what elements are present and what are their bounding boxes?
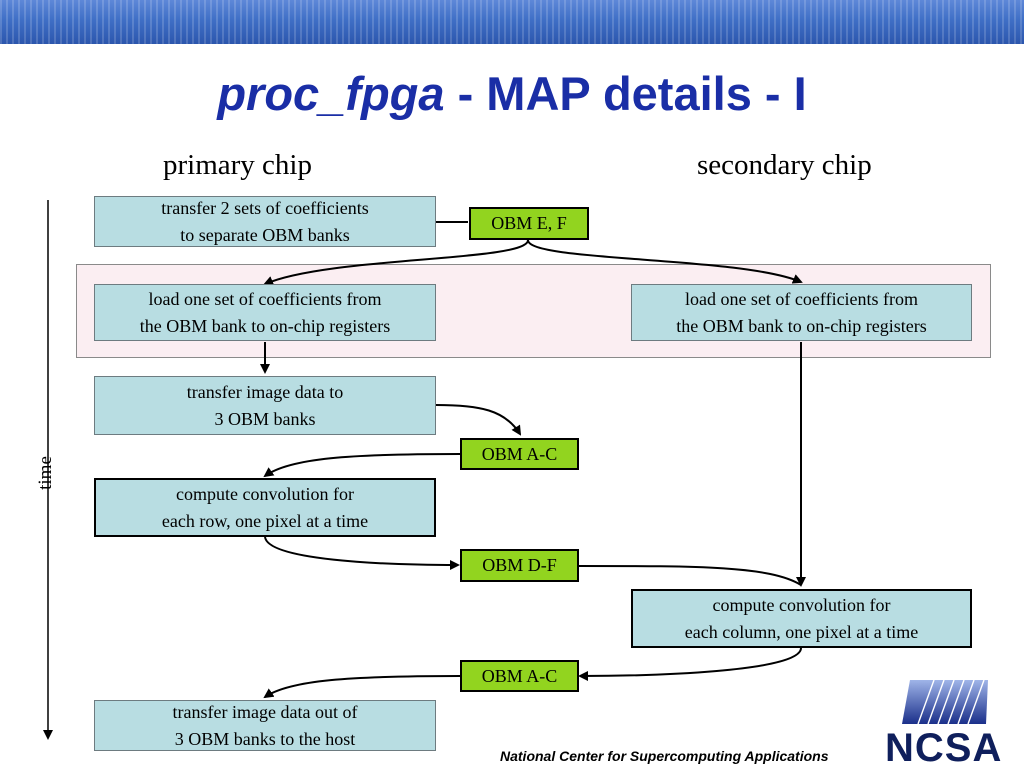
title-italic: proc_fpga [217,67,445,120]
box-load-coefficients-primary: load one set of coefficients from the OB… [94,284,436,341]
slide-title: proc_fpga - MAP details - I [0,64,1024,124]
box-convolution-rows: compute convolution for each row, one pi… [94,478,436,537]
arrow-o4-b7 [263,675,461,699]
box-line: load one set of coefficients from [684,288,919,309]
box-line: compute convolution for [176,483,354,504]
box-transfer-coefficients: transfer 2 sets of coefficients to separ… [94,196,436,247]
box-line: transfer image data to [186,381,344,402]
primary-chip-heading: primary chip [163,149,312,181]
box-load-coefficients-secondary: load one set of coefficients from the OB… [631,284,972,341]
box-transfer-image: transfer image data to 3 OBM banks [94,376,436,435]
header-bar [0,0,1024,44]
arrow-o1-b2 [263,239,529,286]
box-line: 3 OBM banks to the host [174,728,356,749]
obm-a-c-input: OBM A-C [460,438,579,470]
arrow-b6-o4 [578,647,802,681]
obm-d-f: OBM D-F [460,549,579,582]
box-line: each column, one pixel at a time [684,621,919,642]
obm-e-f: OBM E, F [469,207,589,240]
box-line: the OBM bank to on-chip registers [139,315,391,336]
title-rest: - MAP details - I [444,67,807,120]
ncsa-logo-text: NCSA [885,726,1003,770]
arrow-o1-b3 [527,239,803,284]
obm-a-c-output: OBM A-C [460,660,579,692]
arrow-o3-b6 [578,565,802,586]
box-line: compute convolution for [712,594,891,615]
arrow-b4-o2 [435,404,522,436]
box-line: load one set of coefficients from [148,288,382,309]
footer-text: National Center for Supercomputing Appli… [500,748,829,764]
box-line: transfer 2 sets of coefficients [161,197,369,218]
arrow-o2-b5 [263,453,461,478]
box-convolution-columns: compute convolution for each column, one… [631,589,972,648]
secondary-chip-heading: secondary chip [697,149,872,181]
box-line: each row, one pixel at a time [161,510,369,531]
arrow-b5-o3 [264,536,460,570]
box-line: 3 OBM banks [214,408,316,429]
box-transfer-out: transfer image data out of 3 OBM banks t… [94,700,436,751]
box-line: transfer image data out of [172,701,358,722]
ncsa-logo-graphic [902,679,988,725]
box-line: to separate OBM banks [180,224,350,245]
box-line: the OBM bank to on-chip registers [676,315,927,336]
time-label: time [35,456,56,490]
